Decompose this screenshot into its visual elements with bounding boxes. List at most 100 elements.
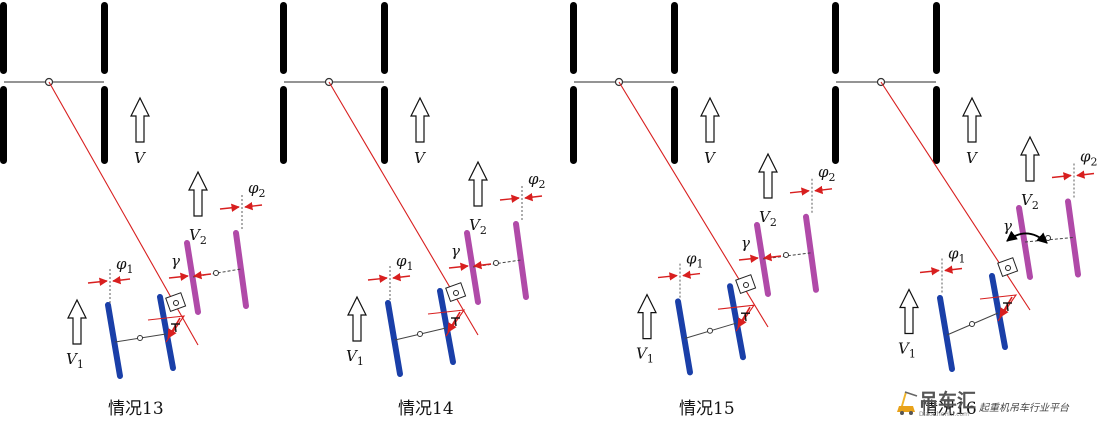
trailer-angle-arrows-right [814, 185, 833, 195]
front-left-upper-wheel [570, 2, 577, 74]
front-velocity-label: V [134, 149, 147, 167]
articulation-angle-label: γ [171, 252, 180, 270]
trailer-pivot-icon [493, 260, 499, 266]
watermark-url: DiaoCheHui.com [919, 411, 970, 418]
rear-angle-arrows-left [87, 277, 108, 286]
trailer-angle-arrows-left [219, 203, 240, 212]
articulation-angle-arrows-right [473, 260, 492, 270]
caption-case-13: 情况13 [108, 399, 164, 419]
rear-left-wheel [105, 302, 123, 379]
front-velocity-arrow [130, 96, 150, 143]
trailer-velocity-label: V2 [189, 226, 207, 247]
watermark: 吊车汇 DiaoCheHui.com 起重机吊车行业平台 [893, 384, 1113, 420]
caption-case-16: 情况16 [921, 399, 977, 419]
rear-velocity-arrow [899, 288, 919, 335]
steering-arrow [999, 296, 1013, 318]
rear-angle-arrows-right [392, 272, 411, 282]
watermark-slogan: 起重机吊车行业平台 [979, 403, 1069, 414]
front-right-lower-wheel [671, 86, 678, 164]
steering-tick-stem [1006, 302, 1009, 312]
rear-left-wheel [937, 295, 955, 372]
front-velocity-label: V [414, 149, 427, 167]
trailer-angle-arrows-right [1076, 170, 1095, 179]
rear-pivot-icon [417, 331, 423, 337]
rear-angle-label: φ1 [396, 252, 414, 273]
articulation-angle-arrows-left [448, 262, 469, 271]
trailer-left-wheel [184, 240, 201, 315]
rear-velocity-arrow [347, 295, 367, 342]
front-left-upper-wheel [832, 2, 839, 74]
rear-right-wheel [437, 288, 456, 365]
front-left-lower-wheel [832, 86, 839, 164]
trailer-angle-arrows-left [789, 187, 810, 196]
rear-velocity-arrow [67, 298, 87, 345]
rear-pivot-icon [969, 321, 975, 327]
trailer-angle-arrows-left [499, 194, 520, 203]
front-right-lower-wheel [101, 86, 108, 164]
hitch-pivot-icon [743, 282, 749, 288]
rear-velocity-label: V1 [636, 345, 654, 366]
trailer-angle-arrows-left [1051, 172, 1072, 181]
articulation-angle-arrow [1006, 230, 1048, 244]
trailer-velocity-arrow [468, 160, 488, 207]
rear-angle-arrows-right [682, 270, 701, 279]
steering-tick-stem [744, 313, 747, 322]
trailer-angle-arrows-right [524, 192, 543, 202]
watermark-name: 吊车汇 [919, 390, 977, 412]
steering-arrow [167, 317, 181, 339]
articulation-angle-label: γ [451, 242, 460, 260]
rear-angle-arrows-left [657, 272, 678, 281]
steering-arrow [447, 311, 461, 333]
rear-velocity-arrow [637, 293, 657, 340]
trailer-angle-arrows-right [244, 201, 263, 211]
rear-angle-arrows-right [112, 275, 131, 285]
front-velocity-arrow [962, 96, 982, 143]
front-velocity-label: V [966, 149, 979, 167]
steering-tick-stem [454, 317, 457, 327]
trailer-angle-label: φ2 [1080, 148, 1098, 169]
rear-pivot-icon [707, 327, 713, 334]
trailer-right-wheel [803, 213, 819, 293]
rear-velocity-label: V1 [66, 350, 84, 371]
caption-case-14: 情况14 [398, 399, 454, 419]
rear-velocity-label: V1 [346, 347, 364, 368]
trailer-velocity-arrow [758, 152, 778, 199]
caption-case-15: 情况15 [679, 399, 735, 419]
trailer-pivot-icon [1045, 235, 1051, 241]
front-left-lower-wheel [280, 86, 287, 164]
trailer-left-wheel [464, 230, 481, 305]
rear-left-wheel [385, 300, 403, 377]
rear-right-wheel [727, 283, 746, 361]
trailer-angle-label: φ2 [528, 170, 546, 191]
rear-angle-arrows-left [367, 274, 388, 283]
front-left-upper-wheel [280, 2, 287, 74]
trailer-angle-label: φ2 [248, 179, 266, 200]
trailer-right-wheel [1065, 198, 1081, 278]
trailer-angle-label: φ2 [818, 163, 836, 184]
trailer-right-wheel [233, 230, 249, 309]
articulation-angle-arrows-right [763, 252, 782, 262]
rear-angle-label: φ1 [686, 250, 704, 271]
trailer-velocity-arrow [188, 170, 208, 217]
crane-logo-icon [897, 391, 918, 415]
trailer-velocity-label: V2 [759, 208, 777, 229]
rear-right-wheel [157, 294, 176, 371]
steering-tick-stem [174, 323, 177, 333]
front-velocity-label: V [704, 149, 717, 167]
rear-angle-label: φ1 [116, 255, 134, 276]
articulation-angle-arrows-left [168, 272, 189, 281]
front-left-lower-wheel [0, 86, 7, 164]
articulation-angle-label: γ [741, 234, 750, 252]
rear-left-wheel [675, 298, 693, 376]
front-left-lower-wheel [570, 86, 577, 164]
rear-angle-label: φ1 [948, 245, 966, 266]
guide-line [880, 81, 1031, 311]
front-velocity-arrow [410, 96, 430, 143]
trailer-pivot-icon [213, 270, 219, 276]
articulation-angle-label: γ [1003, 217, 1012, 235]
rear-angle-arrows-right [944, 265, 963, 274]
trailer-axle-beam [1024, 237, 1074, 243]
